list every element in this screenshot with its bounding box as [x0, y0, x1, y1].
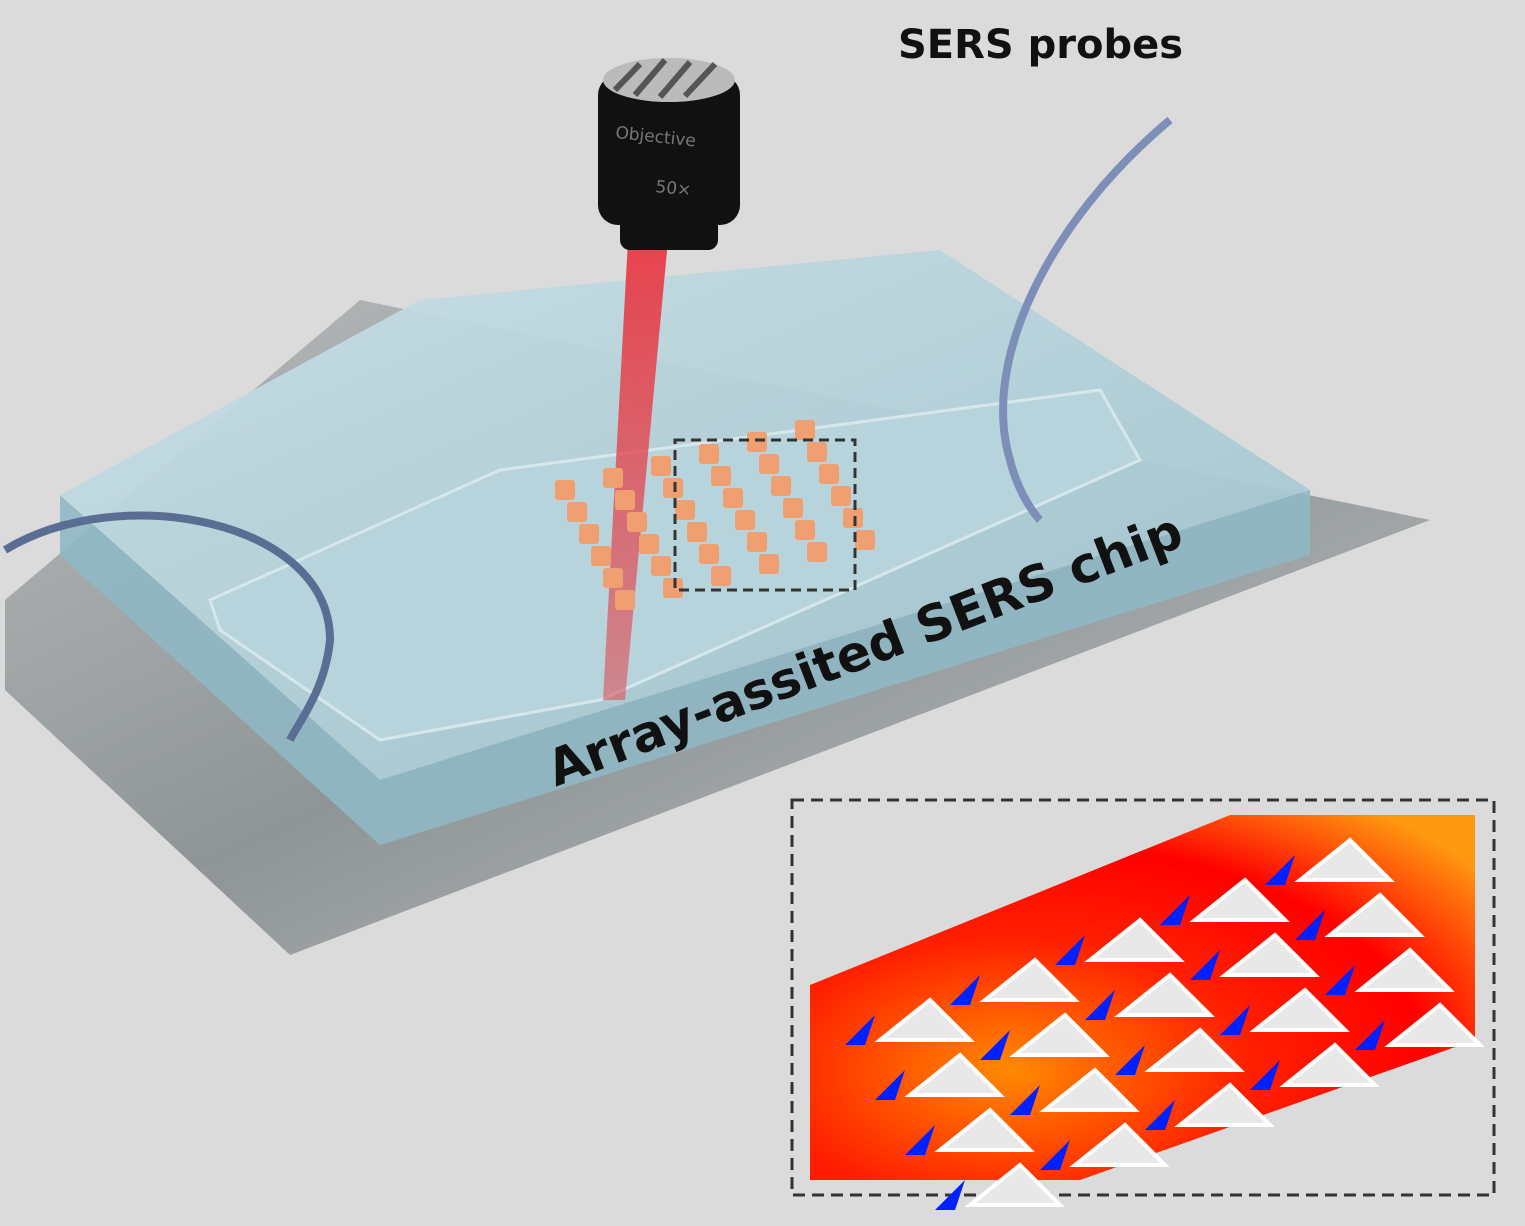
pillar	[843, 508, 863, 528]
pillar	[603, 568, 623, 588]
field-minimum	[1145, 1100, 1175, 1130]
pillar	[579, 524, 599, 544]
pillar	[663, 478, 683, 498]
sers-probes-label: SERS probes	[898, 22, 1184, 68]
pillar	[675, 500, 695, 520]
pillar	[711, 466, 731, 486]
pillar	[699, 444, 719, 464]
field-minimum	[1010, 1085, 1040, 1115]
outlet-tube	[999, 116, 1173, 523]
field-minimum	[1355, 1020, 1385, 1050]
field-minimum	[935, 1180, 965, 1210]
pillar	[627, 512, 647, 532]
pillar	[735, 510, 755, 530]
inset-box	[790, 798, 1496, 1197]
nanotriangle-array	[845, 837, 1485, 1210]
nanotriangle	[1069, 1122, 1170, 1167]
nanotriangle	[1144, 1027, 1245, 1072]
nanotriangle	[979, 957, 1080, 1002]
nanotriangle	[964, 1162, 1065, 1207]
pillar	[759, 454, 779, 474]
field-minimum	[1160, 895, 1190, 925]
pillar	[663, 578, 683, 598]
nanotriangle	[1009, 1012, 1110, 1057]
field-minimum	[875, 1070, 905, 1100]
pillar	[651, 556, 671, 576]
pillar	[747, 432, 767, 452]
field-minimum	[1250, 1060, 1280, 1090]
pillar	[795, 420, 815, 440]
pillar	[711, 566, 731, 586]
pillar	[759, 554, 779, 574]
nanotriangle	[1219, 932, 1320, 977]
pillar	[687, 522, 707, 542]
zoom-region-box	[673, 438, 857, 592]
pillar	[795, 520, 815, 540]
pillar	[615, 490, 635, 510]
nanotriangle	[1279, 1042, 1380, 1087]
nanotriangle	[1039, 1067, 1140, 1112]
field-minimum	[1265, 855, 1295, 885]
pillar	[819, 464, 839, 484]
pillar	[651, 456, 671, 476]
field-minimum	[1325, 965, 1355, 995]
nanotriangle	[1294, 837, 1395, 882]
field-minimum	[980, 1030, 1010, 1060]
field-minimum	[950, 975, 980, 1005]
field-minimum	[1040, 1140, 1070, 1170]
nanotriangle	[1324, 892, 1425, 937]
field-minimum	[1190, 950, 1220, 980]
nanotriangle	[904, 1052, 1005, 1097]
pillar	[831, 486, 851, 506]
pillar	[807, 442, 827, 462]
pillar	[699, 544, 719, 564]
pillar	[783, 498, 803, 518]
pillar	[567, 502, 587, 522]
nanotriangle	[934, 1107, 1035, 1152]
pillar	[855, 530, 875, 550]
pillar	[591, 546, 611, 566]
field-minimum	[905, 1125, 935, 1155]
nanotriangle	[1249, 987, 1350, 1032]
objective-lens: Objective 50×	[598, 58, 740, 250]
pillar	[603, 468, 623, 488]
inlet-tube	[2, 511, 335, 742]
nanotriangle	[1084, 917, 1185, 962]
nanotriangle	[1114, 972, 1215, 1017]
magnification-label: 50×	[654, 177, 692, 201]
field-minimum	[1055, 935, 1085, 965]
field-minimum	[1085, 990, 1115, 1020]
pillar	[639, 534, 659, 554]
field-minimum	[1115, 1045, 1145, 1075]
field-minimum	[845, 1015, 875, 1045]
nanotriangle	[1384, 1002, 1485, 1047]
pillar	[807, 542, 827, 562]
nanotriangle	[874, 997, 975, 1042]
nanotriangle	[1189, 877, 1290, 922]
field-minimum	[1295, 910, 1325, 940]
pillar-array	[555, 420, 875, 610]
pillar	[723, 488, 743, 508]
pillar	[555, 480, 575, 500]
nanotriangle	[1174, 1082, 1275, 1127]
field-minimum	[1220, 1005, 1250, 1035]
pillar	[615, 590, 635, 610]
nanotriangle	[1354, 947, 1455, 992]
pillar	[747, 532, 767, 552]
pillar	[771, 476, 791, 496]
